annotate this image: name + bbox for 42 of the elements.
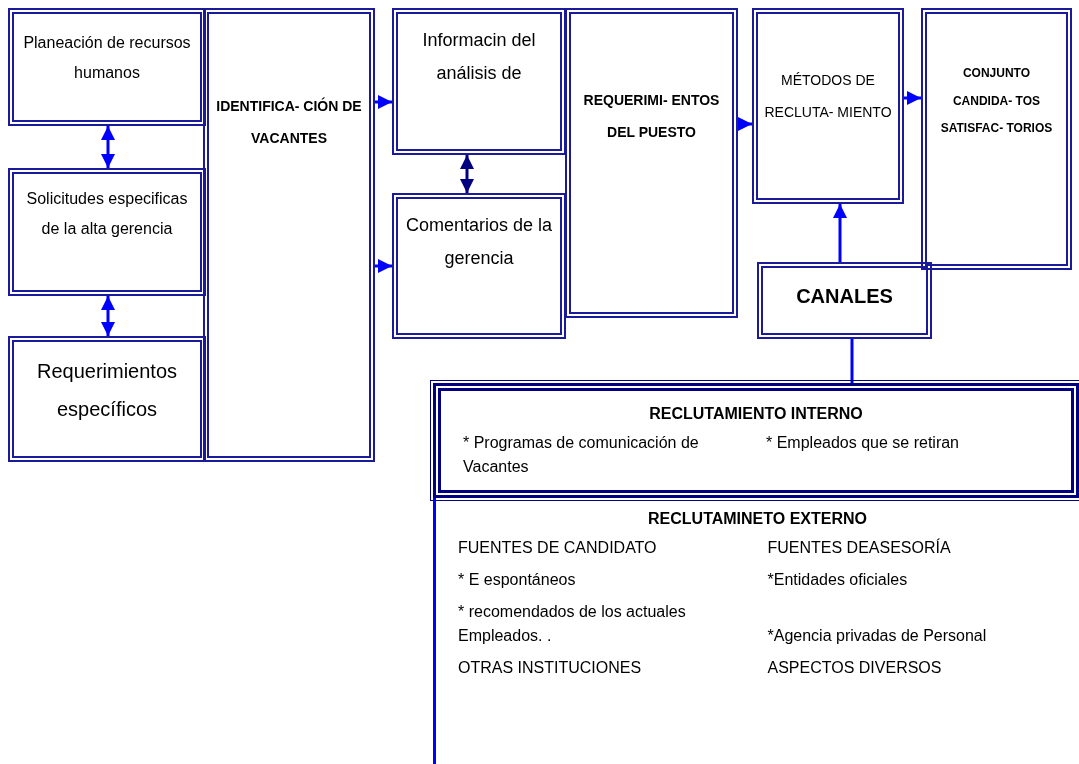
- box-label: REQUERIMI- ENTOS DEL PUESTO: [582, 91, 721, 143]
- arrow: [904, 91, 921, 105]
- process-box: [433, 383, 1079, 498]
- connector-line: [850, 339, 854, 383]
- process-box: [392, 8, 566, 155]
- process-box: [8, 168, 206, 296]
- box-label: MÉTODOS DE RECLUTA- MIENTO: [764, 71, 892, 123]
- box-label: Solicitudes especificas de la alta gerencia: [25, 189, 189, 240]
- process-box: [8, 336, 206, 462]
- list-item: FUENTES DEASESORÍA: [767, 537, 952, 558]
- list-item: * Empleados que se retiran: [766, 433, 960, 453]
- arrow: [375, 259, 392, 273]
- box-label: IDENTIFICA- CIÓN DE VACANTES: [215, 96, 363, 149]
- box-label: CONJUNTO CANDIDA- TOS SATISFAC- TORIOS: [939, 65, 1054, 138]
- list-item: *Agencia privadas de Personal: [767, 626, 988, 646]
- box-label: Comentarios de la gerencia: [404, 214, 554, 271]
- list-item: FUENTES DE CANDIDATO: [458, 538, 658, 558]
- arrow: [101, 126, 115, 168]
- section-heading: RECLUTAMINETO EXTERNO: [648, 510, 867, 528]
- process-box: [203, 8, 375, 462]
- process-box: [921, 8, 1072, 270]
- section-heading: RECLUTAMIENTO INTERNO: [649, 405, 863, 423]
- box-label: Informacin del análisis de: [421, 29, 537, 86]
- box-label: CANALES: [796, 284, 893, 309]
- list-item: * Programas de comunicación de Vacantes: [463, 433, 700, 477]
- arrow: [375, 95, 392, 109]
- list-item: *Entidades oficiales: [767, 570, 909, 590]
- arrow: [460, 155, 474, 193]
- list-item: ASPECTOS DIVERSOS: [767, 658, 943, 678]
- box-label: Planeación de recursos humanos: [22, 33, 192, 84]
- process-box: [565, 8, 738, 318]
- list-item: * E espontáneos: [458, 570, 577, 590]
- process-box: [392, 193, 566, 339]
- box-label: Requerimientos específicos: [35, 359, 179, 422]
- process-box: [757, 262, 932, 339]
- process-box: [752, 8, 904, 204]
- arrow: [738, 117, 752, 131]
- arrow: [833, 204, 847, 262]
- list-item: OTRAS INSTITUCIONES: [458, 658, 643, 678]
- arrow: [101, 296, 115, 336]
- process-box: [8, 8, 206, 126]
- list-item: * recomendados de los actuales Empleados. .: [458, 602, 687, 646]
